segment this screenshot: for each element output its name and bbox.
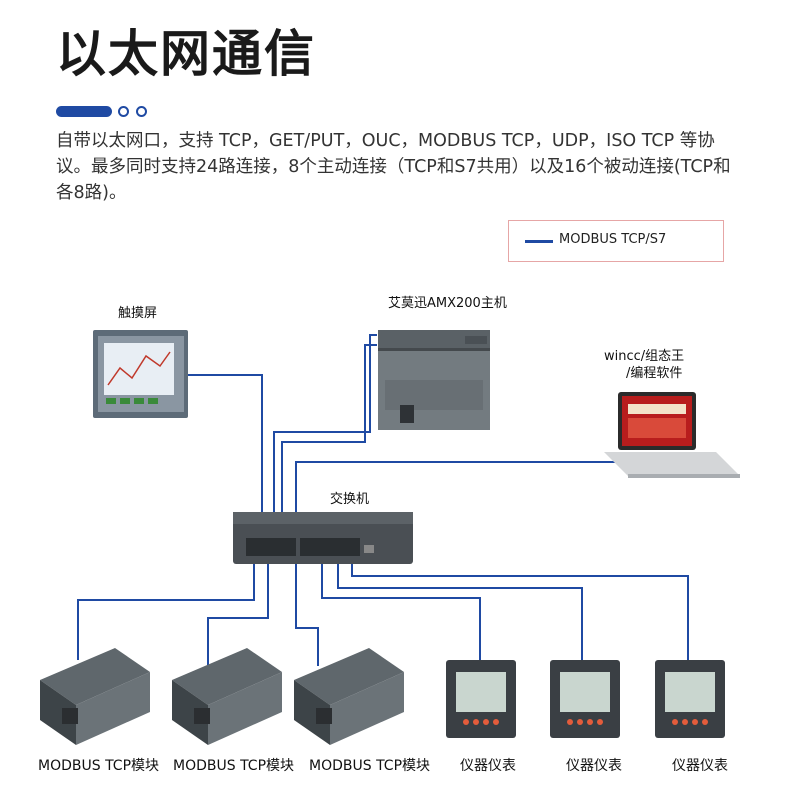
link-module2 <box>207 555 269 672</box>
link-meter3 <box>351 555 689 660</box>
meter-2 <box>550 660 620 738</box>
plc-device <box>378 330 490 430</box>
meter-1 <box>446 660 516 738</box>
connection-lines <box>77 334 689 672</box>
legend-label: MODBUS TCP/S7 <box>559 232 667 247</box>
meter-3 <box>655 660 725 738</box>
description-text: 自带以太网口，支持 TCP，GET/PUT，OUC，MODBUS TCP，UDP… <box>56 131 731 203</box>
meter-label-1: 仪器仪表 <box>460 758 516 774</box>
meter-label-2: 仪器仪表 <box>566 758 622 774</box>
link-module3 <box>295 555 319 666</box>
legend-line-swatch <box>525 240 553 243</box>
title-accent-dot <box>136 106 147 117</box>
link-module1 <box>77 555 255 660</box>
laptop-label-line1: wincc/组态王 <box>604 349 685 364</box>
touchscreen-label: 触摸屏 <box>118 306 158 321</box>
link-plc-b <box>281 344 377 535</box>
modbus-module-2 <box>172 648 282 745</box>
module-label-2: MODBUS TCP模块 <box>173 758 295 774</box>
page-title: 以太网通信 <box>56 25 316 83</box>
link-touchscreen <box>185 374 263 535</box>
switch-device <box>233 512 413 564</box>
legend-box: MODBUS TCP/S7 <box>508 220 724 262</box>
link-meter1 <box>321 555 481 660</box>
link-plc <box>273 334 377 535</box>
title-accent-bar <box>56 106 112 117</box>
plc-label: 艾莫迅AMX200主机 <box>388 296 507 311</box>
module-label-1: MODBUS TCP模块 <box>38 758 160 774</box>
switch-label: 交换机 <box>330 492 370 507</box>
modbus-module-3 <box>294 648 404 745</box>
meter-label-3: 仪器仪表 <box>672 758 728 774</box>
link-laptop <box>295 461 628 535</box>
touchscreen-device <box>93 330 188 418</box>
link-meter2 <box>337 555 583 660</box>
module-label-3: MODBUS TCP模块 <box>309 758 431 774</box>
title-accent-dot <box>118 106 129 117</box>
modbus-module-1 <box>40 648 150 745</box>
laptop-device <box>604 392 740 478</box>
laptop-label-line2: /编程软件 <box>626 366 683 381</box>
